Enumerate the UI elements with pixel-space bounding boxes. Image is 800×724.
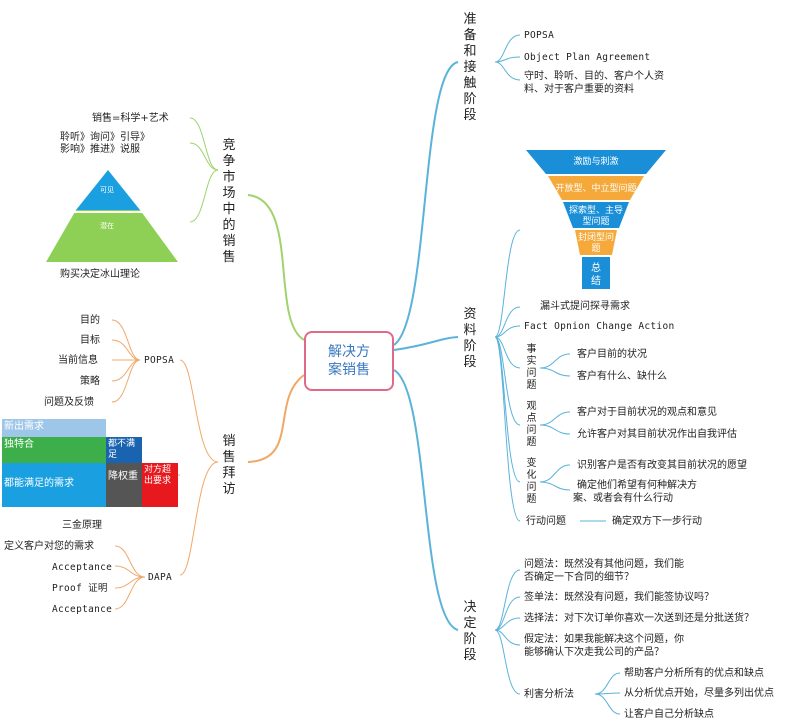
dapa-item[interactable]: Acceptance (52, 604, 113, 615)
popsa-item[interactable]: 目的 (80, 315, 100, 326)
pyramid-top (76, 170, 140, 210)
fact-item[interactable]: 客户目前的状况 (577, 349, 647, 360)
competition-item[interactable]: 影响》推进》说服 (60, 144, 140, 155)
funnel-layer-3 (563, 202, 629, 228)
funnel-label-4: 封闭型问题 (578, 233, 615, 254)
gold-cell-unique: 独特合 (2, 437, 106, 463)
funnel-layer-1 (526, 150, 666, 174)
prepare-item[interactable]: POPSA (524, 30, 555, 41)
competition-item[interactable]: 聆听》询问》引导》 (60, 132, 150, 143)
decide-item[interactable]: 选择法：对下次订单你喜欢一次送到还是分批送货？ (524, 613, 754, 624)
decide-item[interactable]: 能够确认下次走我公司的产品？ (524, 647, 664, 658)
funnel-layer-5 (582, 257, 610, 289)
popsa-label[interactable]: POPSA (144, 355, 175, 366)
funnel-label-1: 激励与刺激 (573, 157, 619, 167)
dapa-item[interactable]: 定义客户对您的需求 (4, 541, 94, 552)
opinion-question-label[interactable]: 观点问题 (526, 401, 537, 448)
central-topic[interactable]: 解决方 案销售 (304, 331, 394, 391)
fact-question-label[interactable]: 事实问题 (526, 344, 537, 391)
change-item[interactable]: 识别客户是否有改变其目前状况的愿望 (577, 460, 747, 471)
competition-item[interactable]: 销售=科学+艺术 (92, 113, 169, 124)
funnel-label-5: 总结 (591, 263, 601, 287)
change-item[interactable]: 案、或者会有什么行动 (573, 493, 673, 504)
change-item[interactable]: 确定他们希望有何种解决方 (577, 480, 697, 491)
popsa-item[interactable]: 问题及反馈 (44, 397, 94, 408)
iceberg-caption[interactable]: 购买决定冰山理论 (60, 269, 140, 280)
prepare-item[interactable]: Object Plan Agreement (524, 52, 651, 63)
dapa-item[interactable]: Proof 证明 (52, 583, 108, 594)
funnel-label-3: 探索型、主导型问题 (568, 206, 623, 227)
profit-item[interactable]: 让客户自己分析缺点 (624, 709, 714, 720)
popsa-item[interactable]: 当前信息 (58, 355, 98, 366)
profit-item[interactable]: 帮助客户分析所有的优点和缺点 (624, 668, 764, 679)
funnel-layer-2 (548, 176, 644, 200)
central-topic-line2: 案销售 (328, 362, 370, 378)
branch-decide-title[interactable]: 决定阶段 (463, 600, 477, 663)
dapa-label[interactable]: DAPA (148, 572, 173, 583)
profit-item[interactable]: 从分析优点开始，尽量多列出优点 (624, 688, 774, 699)
opinion-item[interactable]: 允许客户对其目前状况作出自我评估 (577, 429, 737, 440)
popsa-item[interactable]: 目标 (80, 335, 100, 346)
funnel-layer-4 (575, 230, 617, 255)
funnel-caption[interactable]: 漏斗式提问探寻需求 (540, 301, 630, 312)
decide-item[interactable]: 签单法：既然没有问题，我们能签协议吗？ (524, 592, 714, 603)
pyramid-top-label: 可见 (100, 186, 114, 194)
prepare-item[interactable]: 守时、聆听、目的、客户个人资 (524, 71, 664, 82)
gold-cell-new: 新出需求 (2, 419, 106, 437)
branch-info-title[interactable]: 资料阶段 (463, 307, 477, 370)
prepare-item[interactable]: 料、对于客户重要的资料 (524, 84, 634, 95)
gold-cell-both: 都能满足的需求 (2, 463, 106, 507)
profit-analysis-label[interactable]: 利害分析法 (524, 689, 574, 700)
funnel-label-2: 开放型、中立型问题 (555, 184, 637, 194)
dapa-item[interactable]: Acceptance (52, 562, 113, 573)
decide-item[interactable]: 假定法：如果我能解决这个问题，你 (524, 634, 684, 645)
change-question-label[interactable]: 变化问题 (526, 458, 537, 505)
decide-item[interactable]: 否确定一下合同的细节？ (524, 572, 634, 583)
popsa-item[interactable]: 策略 (80, 376, 100, 387)
pyramid-bottom (46, 210, 178, 262)
fcca-label[interactable]: Fact Opnion Change Action (524, 321, 675, 332)
fact-item[interactable]: 客户有什么、缺什么 (577, 371, 667, 382)
action-item[interactable]: 确定双方下一步行动 (612, 516, 702, 527)
branch-competition-title[interactable]: 竞争市场中的销售 (222, 138, 236, 265)
opinion-item[interactable]: 客户对于目前状况的观点和意见 (577, 407, 717, 418)
gold-caption[interactable]: 三金原理 (62, 520, 102, 531)
gold-cell-exceed: 对方超出要求 (142, 463, 178, 507)
branch-prepare-title[interactable]: 准备和接触阶段 (463, 12, 477, 123)
pyramid-bottom-label: 潜在 (100, 222, 114, 230)
action-question-label[interactable]: 行动问题 (526, 516, 566, 527)
branch-visit-title[interactable]: 销售拜访 (222, 434, 236, 497)
central-topic-line1: 解决方 (328, 344, 370, 360)
gold-cell-lower: 降权重 (106, 463, 142, 507)
decide-item[interactable]: 问题法：既然没有其他问题，我们能 (524, 559, 684, 570)
gold-cell-none: 都不满足 (106, 437, 142, 463)
